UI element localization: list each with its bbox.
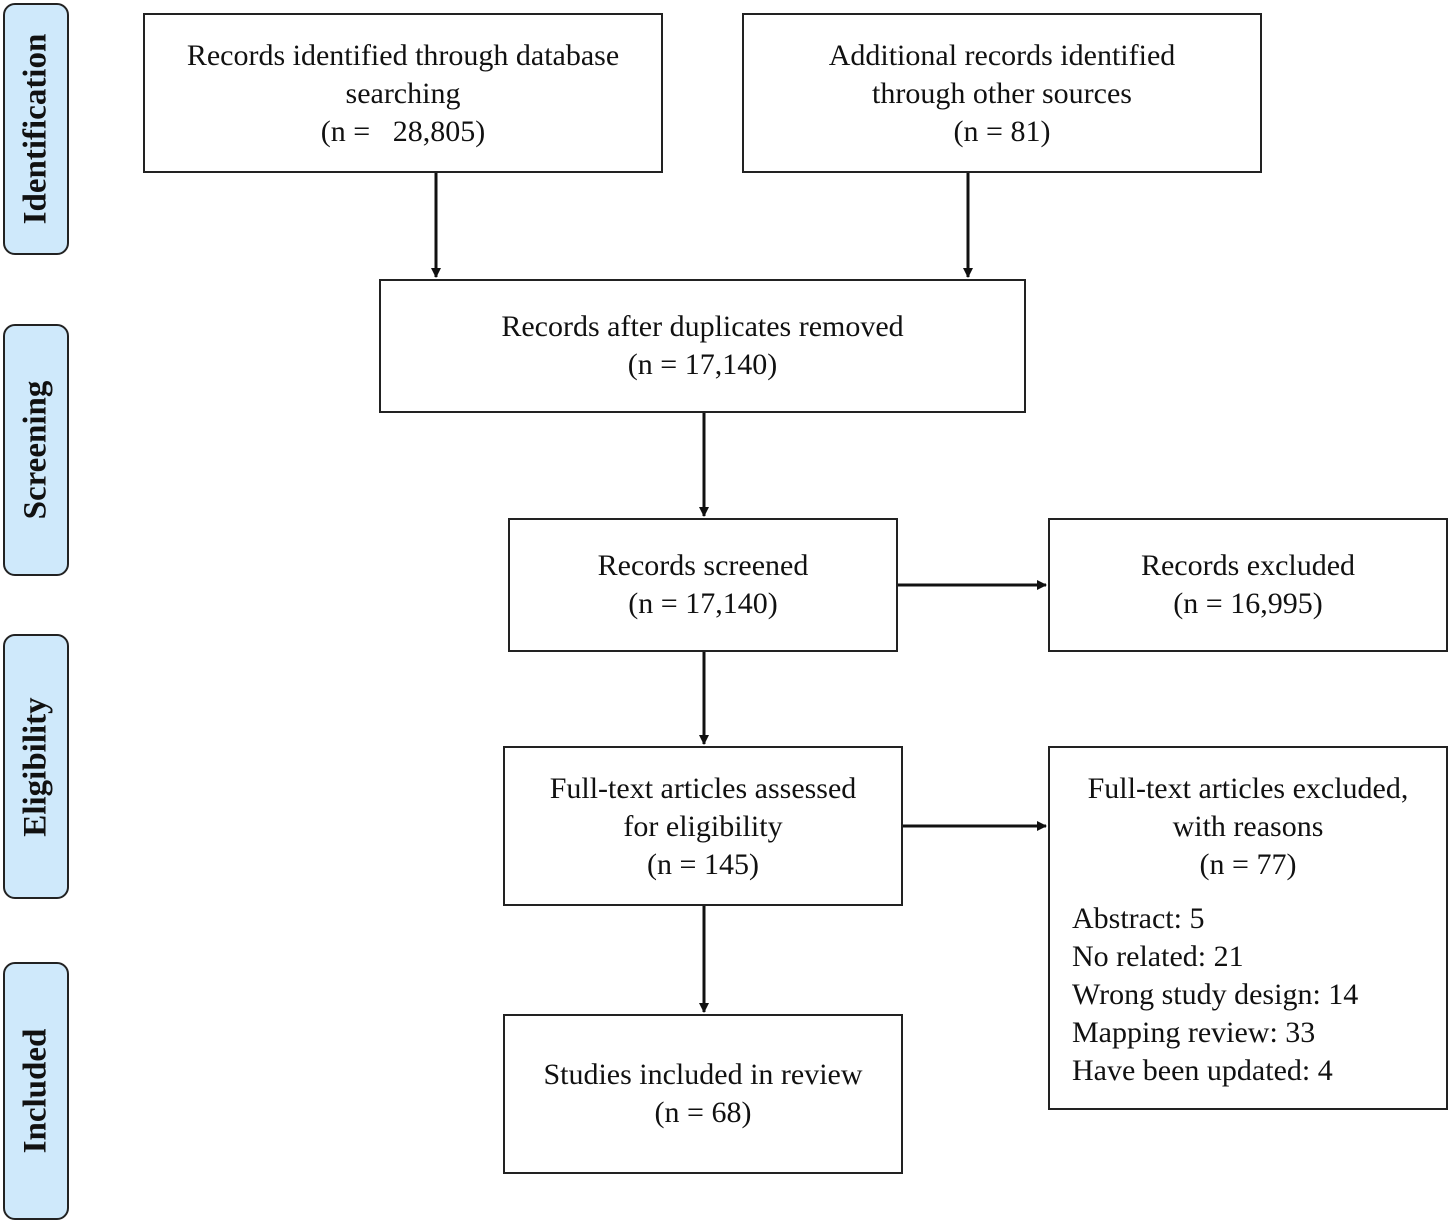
box-duplicates-removed: Records after duplicates removed (n = 17… [379, 279, 1026, 413]
exclusion-reason: Mapping review: 33 [1072, 1016, 1316, 1049]
box-database-search-count: (n = 28,805) [320, 115, 486, 148]
exclusion-reason: Have been updated: 4 [1072, 1054, 1333, 1087]
box-duplicates-removed-count: (n = 17,140) [627, 348, 778, 381]
phase-eligibility: Eligibility [3, 634, 69, 899]
box-duplicates-removed-line1: Records after duplicates removed [501, 310, 904, 343]
box-studies-included: Studies included in review (n = 68) [503, 1014, 903, 1174]
phase-included: Included [3, 962, 69, 1220]
box-fulltext-assessed-line1: Full-text articles assessed [549, 772, 857, 805]
phase-screening: Screening [3, 324, 69, 576]
box-other-sources: Additional records identified through ot… [742, 13, 1262, 173]
exclusion-reason: Wrong study design: 14 [1072, 978, 1359, 1011]
box-fulltext-excluded-count: (n = 77) [1199, 848, 1297, 881]
box-fulltext-assessed-count: (n = 145) [647, 848, 759, 881]
exclusion-reason: No related: 21 [1072, 940, 1244, 973]
box-records-screened-line1: Records screened [597, 549, 809, 582]
box-studies-included-line1: Studies included in review [543, 1058, 863, 1091]
exclusion-reasons-list: Abstract: 5 No related: 21 Wrong study d… [1050, 900, 1358, 1090]
exclusion-reason: Abstract: 5 [1072, 902, 1205, 935]
phase-identification: Identification [3, 3, 69, 255]
box-other-sources-line1: Additional records identified [828, 39, 1176, 72]
box-database-search: Records identified through database sear… [143, 13, 663, 173]
box-fulltext-excluded: Full-text articles excluded, with reason… [1048, 746, 1448, 1110]
box-records-excluded-count: (n = 16,995) [1173, 587, 1323, 620]
box-records-screened: Records screened (n = 17,140) [508, 518, 898, 652]
box-fulltext-assessed-line2: for eligibility [623, 810, 783, 843]
box-records-excluded-line1: Records excluded [1140, 549, 1356, 582]
box-records-excluded: Records excluded (n = 16,995) [1048, 518, 1448, 652]
box-records-screened-count: (n = 17,140) [628, 587, 778, 620]
box-studies-included-count: (n = 68) [654, 1096, 752, 1129]
box-fulltext-excluded-line2: with reasons [1172, 810, 1324, 843]
box-other-sources-line2: through other sources [872, 77, 1132, 110]
box-fulltext-excluded-line1: Full-text articles excluded, [1087, 772, 1409, 805]
box-fulltext-assessed: Full-text articles assessed for eligibil… [503, 746, 903, 906]
box-other-sources-count: (n = 81) [953, 115, 1051, 148]
box-database-search-line2: searching [345, 77, 461, 110]
box-database-search-line1: Records identified through database [186, 39, 620, 72]
